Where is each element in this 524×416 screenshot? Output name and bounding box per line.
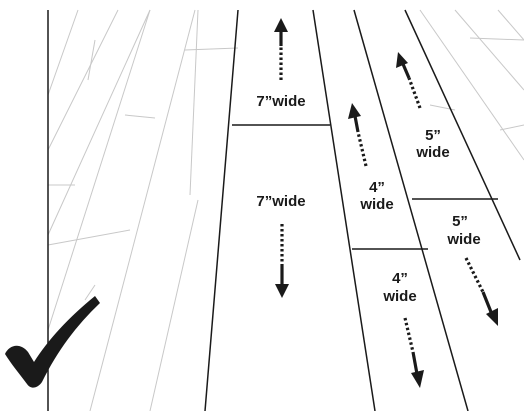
plank-5-lower-label-line2: wide bbox=[446, 231, 480, 248]
arrow-icon bbox=[348, 103, 368, 167]
plank-4-upper-label-line1: 4” bbox=[369, 179, 385, 196]
checkmark-icon bbox=[5, 296, 100, 388]
plank-7-bottom: 7”wide bbox=[256, 193, 306, 298]
background-floorboards-right bbox=[419, 9, 524, 161]
arrow-icon bbox=[275, 224, 289, 298]
plank-edge-3 bbox=[353, 9, 469, 412]
plank-4-lower-label-line1: 4” bbox=[392, 270, 408, 287]
plank-edge-4 bbox=[404, 9, 521, 261]
plank-5-lower-label-line1: 5” bbox=[452, 213, 468, 230]
plank-4-lower: 4” wide bbox=[382, 270, 424, 388]
plank-edge-2 bbox=[312, 9, 376, 412]
plank-7-top: 7”wide bbox=[256, 18, 306, 110]
plank-outlines bbox=[204, 9, 521, 412]
arrow-icon bbox=[403, 317, 424, 388]
plank-4-upper-label-line2: wide bbox=[359, 196, 393, 213]
background-floorboards-left bbox=[47, 9, 239, 412]
arrow-icon bbox=[274, 18, 288, 80]
plank-edge-1 bbox=[204, 9, 239, 412]
plank-5-upper-label-line2: wide bbox=[415, 144, 449, 161]
plank-4-lower-label-line2: wide bbox=[382, 288, 416, 305]
arrow-icon bbox=[396, 52, 422, 109]
plank-5-lower: 5” wide bbox=[446, 213, 498, 326]
plank-5-upper-label-line1: 5” bbox=[425, 127, 441, 144]
plank-5-upper: 5” wide bbox=[396, 52, 450, 161]
arrow-icon bbox=[464, 257, 498, 326]
plank-4-upper: 4” wide bbox=[348, 103, 394, 213]
plank-7-bottom-label: 7”wide bbox=[256, 193, 305, 210]
plank-7-top-label: 7”wide bbox=[256, 93, 305, 110]
